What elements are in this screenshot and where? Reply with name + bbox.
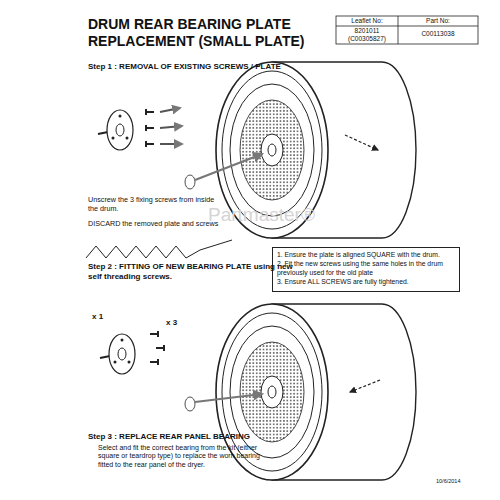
note-line: 3. Ensure ALL SCREWS are fully tightened… bbox=[277, 278, 455, 286]
table-rule bbox=[398, 16, 399, 44]
step-heading: Step 1 : REMOVAL OF EXISTING SCREWS / PL… bbox=[88, 62, 328, 72]
removal-arrow bbox=[160, 143, 182, 145]
screw-hole bbox=[112, 137, 115, 140]
step-heading: Step 2 : FITTING OF NEW BEARING PLATE us… bbox=[88, 262, 293, 281]
watermark: Partmaster® bbox=[208, 204, 348, 227]
direction-arrow bbox=[350, 380, 380, 392]
instruction-note: Unscrew the 3 fixing screws from inside … bbox=[88, 196, 218, 213]
table-header: Leaflet No: bbox=[337, 17, 397, 25]
quantity-label: x 1 bbox=[92, 312, 122, 322]
plate-position bbox=[185, 175, 195, 189]
instruction-note: Select and fit the correct bearing from … bbox=[98, 444, 270, 469]
removal-arrow bbox=[160, 108, 180, 112]
direction-arrow bbox=[345, 135, 378, 150]
screw-hole bbox=[126, 137, 129, 140]
note-box: 1. Ensure the plate is aligned SQUARE wi… bbox=[272, 247, 460, 292]
new-bearing-plate bbox=[109, 334, 135, 374]
old-bearing-plate bbox=[107, 110, 133, 150]
table-header: Part No: bbox=[399, 17, 477, 25]
note-line: 1. Ensure the plate is aligned SQUARE wi… bbox=[277, 251, 455, 259]
removal-arrow bbox=[160, 126, 182, 128]
screw-hole bbox=[121, 339, 124, 342]
table-rule bbox=[336, 26, 478, 27]
page-title: DRUM REAR BEARING PLATE REPLACEMENT (SMA… bbox=[88, 16, 348, 50]
date-stamp: 10/6/2014 bbox=[436, 478, 486, 485]
screw-hole bbox=[119, 115, 122, 118]
instruction-note: DISCARD the removed plate and screws bbox=[88, 220, 228, 229]
section-divider bbox=[86, 240, 232, 258]
self-threading-screws bbox=[150, 331, 164, 365]
screws bbox=[146, 109, 154, 147]
screw-hole bbox=[114, 361, 117, 364]
plate-arrow bbox=[195, 154, 262, 180]
screw-hole bbox=[128, 361, 131, 364]
note-line: 2. Fit the new screws using the same hol… bbox=[277, 260, 455, 277]
plate-position bbox=[185, 397, 195, 411]
table-cell: 8201011 (C00305827) bbox=[337, 27, 397, 43]
step-heading: Step 3 : REPLACE REAR PANEL BEARING bbox=[88, 432, 288, 442]
quantity-label: x 3 bbox=[166, 318, 196, 328]
table-cell: C00113038 bbox=[399, 30, 477, 38]
plate-boss bbox=[116, 124, 124, 136]
plate-boss bbox=[118, 348, 126, 360]
part-table-frame bbox=[336, 16, 478, 44]
plate-arrow bbox=[195, 394, 262, 402]
